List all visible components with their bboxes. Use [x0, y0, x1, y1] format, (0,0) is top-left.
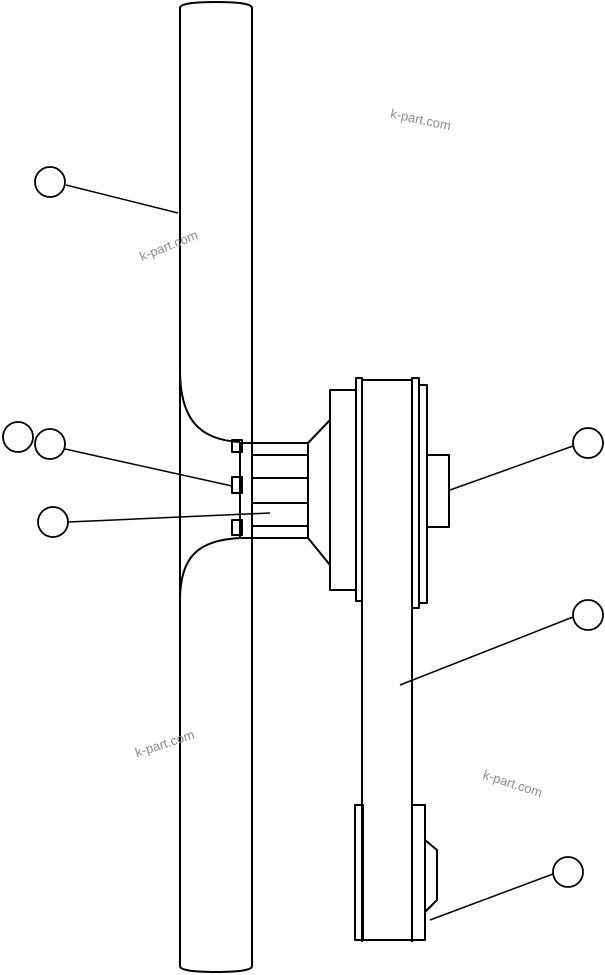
callout-3	[34, 428, 66, 460]
pulley-rim-right	[411, 377, 420, 609]
bolt-head-2	[231, 476, 243, 494]
callout-6	[572, 599, 604, 631]
upper-flare	[179, 369, 241, 443]
hub-assembly	[231, 419, 331, 566]
lower-pulley-boss	[424, 839, 438, 913]
bolt-head-1	[231, 439, 243, 453]
lower-pulley-left	[354, 804, 364, 941]
pulley-flange-left	[329, 389, 357, 591]
lower-flare	[179, 537, 241, 601]
callout-5	[572, 427, 604, 459]
callout-7	[552, 856, 584, 888]
callout-2	[2, 421, 34, 453]
hub-body	[239, 442, 309, 539]
callout-circles	[2, 166, 604, 888]
leader-lines	[64, 184, 574, 921]
bolt-head-3	[231, 519, 243, 536]
callout-1	[34, 166, 66, 198]
cone-connector	[307, 419, 331, 566]
pulley-boss	[426, 454, 450, 528]
callout-4	[37, 506, 69, 538]
pulley-flange-right	[418, 384, 428, 604]
vertical-shaft	[179, 1, 253, 973]
upper-pulley	[329, 377, 450, 609]
lower-pulley-right	[411, 804, 426, 941]
drive-belt	[361, 378, 413, 942]
lower-pulley	[354, 804, 438, 941]
